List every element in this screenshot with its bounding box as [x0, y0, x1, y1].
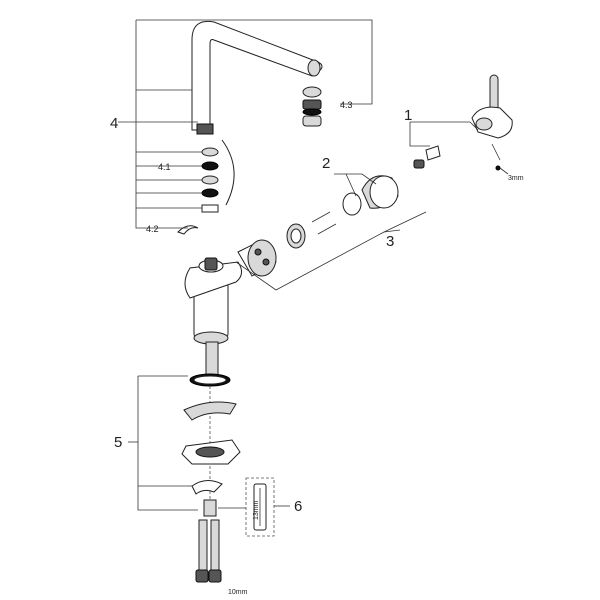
dimension-stud: 13mm [253, 500, 260, 520]
callout-4: 4 [110, 115, 118, 132]
cartridge [237, 239, 277, 277]
callout-4-3: 4.3 [340, 100, 353, 110]
supply-hoses [195, 519, 222, 583]
callout-2: 2 [322, 155, 330, 172]
lever-handle [471, 74, 513, 139]
mounting-set [181, 341, 241, 517]
dimension-hose-nut: 10mm [228, 589, 248, 596]
callout-6: 6 [294, 498, 302, 515]
cartridge-adapter [413, 145, 441, 169]
spout-seal-stack [201, 139, 235, 213]
callout-labels: 1 2 3 4 4.1 4.2 4.3 5 6 3mm 10mm 13mm [110, 100, 524, 596]
callout-3: 3 [386, 233, 394, 250]
callout-1: 1 [404, 107, 412, 124]
leader-lines [118, 19, 509, 537]
callout-4-1: 4.1 [158, 162, 171, 172]
retaining-clip [177, 225, 199, 235]
threaded-stud [253, 483, 267, 531]
cartridge-nut [286, 223, 306, 249]
aerator-set [302, 86, 322, 127]
grub-screw [491, 143, 501, 171]
faucet-body [184, 257, 242, 345]
dimension-hex-key: 3mm [508, 175, 524, 182]
cartridge-screws [311, 211, 337, 235]
spout [191, 20, 323, 135]
callout-4-2: 4.2 [146, 224, 159, 234]
dome-cover-ring [342, 175, 399, 216]
callout-5: 5 [114, 434, 122, 451]
